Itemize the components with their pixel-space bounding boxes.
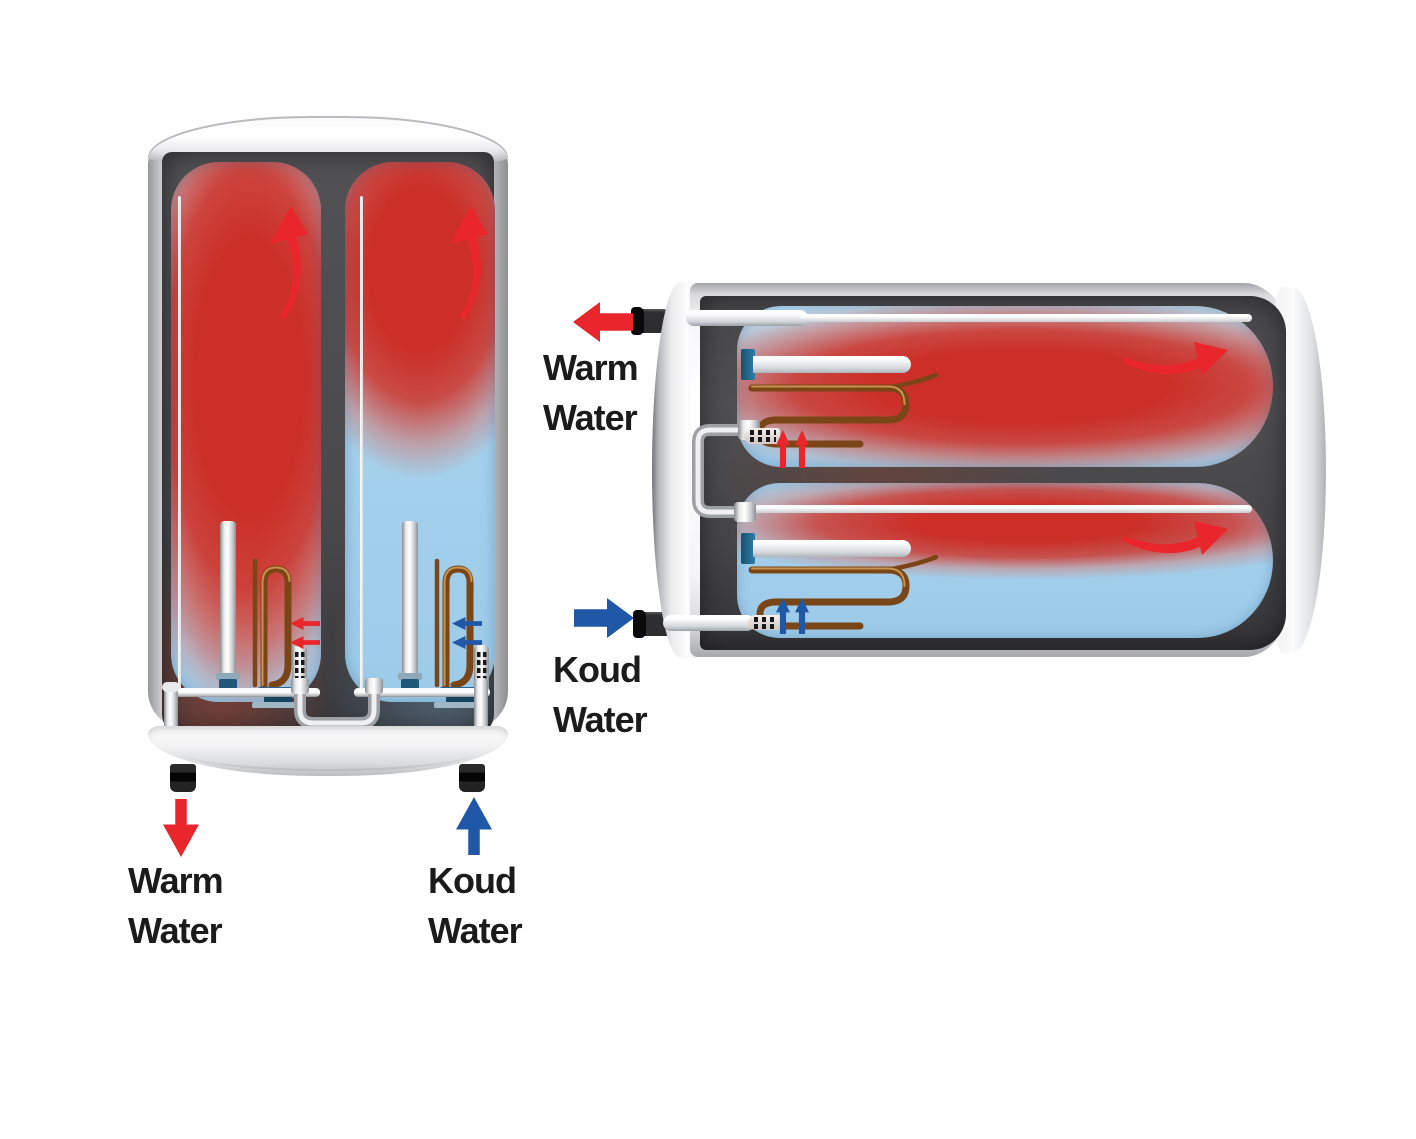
label-line: Warm <box>128 860 224 901</box>
convection-right-arrow-icon <box>1123 342 1228 376</box>
label-line: Koud <box>553 649 642 690</box>
label-line: Water <box>553 699 648 740</box>
horizontal-koud-water-label: Koud Water <box>553 645 648 745</box>
sensor-tube <box>178 196 181 692</box>
warm-outlet-stub <box>631 307 667 335</box>
koud-inlet-pipe <box>663 615 755 631</box>
silver-tube <box>753 540 911 557</box>
convection-up-arrow-icon <box>450 206 488 320</box>
koud-water-in-arrow-icon <box>574 598 634 638</box>
boiler-foot <box>170 764 196 792</box>
vertical-koud-water-label: Koud Water <box>428 856 523 956</box>
copper-coil <box>434 558 474 691</box>
horizontal-warm-water-label: Warm Water <box>543 343 639 443</box>
warm-outlet-pipe <box>686 310 808 326</box>
vertical-boiler-base <box>148 726 508 776</box>
label-line: Warm <box>543 347 639 388</box>
koud-inlet-stub <box>633 610 669 638</box>
heating-element-assembly <box>214 521 307 708</box>
label-line: Water <box>428 910 523 951</box>
diffuser-nozzle <box>748 615 782 630</box>
convection-up-arrow-icon <box>270 206 308 320</box>
silver-tube <box>753 356 911 373</box>
diffuser-slots <box>754 624 778 629</box>
diffuser-slots <box>750 437 776 442</box>
label-line: Water <box>543 397 638 438</box>
label-line: Water <box>128 910 223 951</box>
top-chamber-tube <box>800 314 1252 322</box>
bottom-plumbing <box>162 678 490 736</box>
convection-right-arrow-icon <box>1123 521 1228 555</box>
boiler-foot <box>459 764 485 792</box>
tube-flange <box>741 349 755 380</box>
vertical-warm-water-label: Warm Water <box>128 856 224 956</box>
tube-flange <box>741 533 755 564</box>
warm-water-out-arrow-icon <box>163 799 199 857</box>
warm-water-out-arrow-icon <box>573 302 633 342</box>
diffuser-slots <box>754 617 778 622</box>
copper-coil <box>252 558 292 691</box>
sensor-tube <box>360 196 363 692</box>
diffuser-nozzle <box>744 428 780 444</box>
bottom-chamber-tube <box>747 505 1252 513</box>
koud-water-in-arrow-icon <box>456 797 492 855</box>
label-line: Koud <box>428 860 517 901</box>
diffuser-slots <box>750 430 776 435</box>
